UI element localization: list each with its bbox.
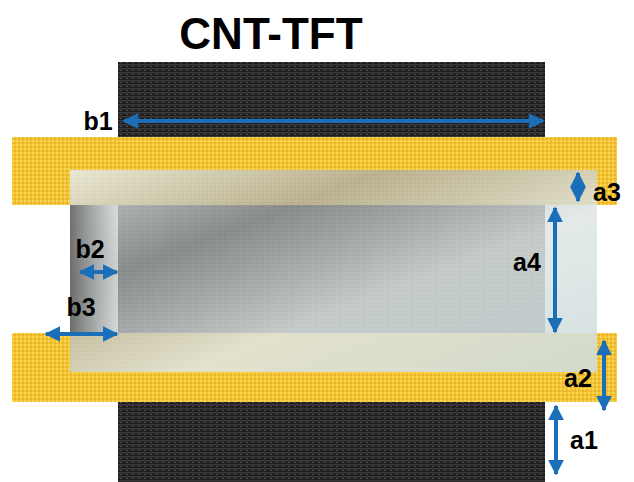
dimension-arrow xyxy=(576,173,580,201)
diagram-title: CNT-TFT xyxy=(179,12,362,56)
dimension-label: b1 xyxy=(83,109,112,134)
dimension-arrow xyxy=(46,332,117,336)
dimension-label: a3 xyxy=(593,180,621,205)
dimension-label: a2 xyxy=(564,366,592,391)
dimension-label: b2 xyxy=(75,237,104,262)
dimension-label: a1 xyxy=(570,428,598,453)
dielectric-layer xyxy=(70,170,597,372)
dimension-label: a4 xyxy=(513,250,541,275)
dimension-arrow xyxy=(554,406,558,474)
dimension-arrow xyxy=(124,119,543,123)
dimension-arrow xyxy=(80,270,117,274)
dimension-arrows xyxy=(46,121,604,474)
dimension-label: b3 xyxy=(66,295,95,320)
dimension-arrow xyxy=(553,208,557,332)
dimension-arrow xyxy=(602,341,606,410)
